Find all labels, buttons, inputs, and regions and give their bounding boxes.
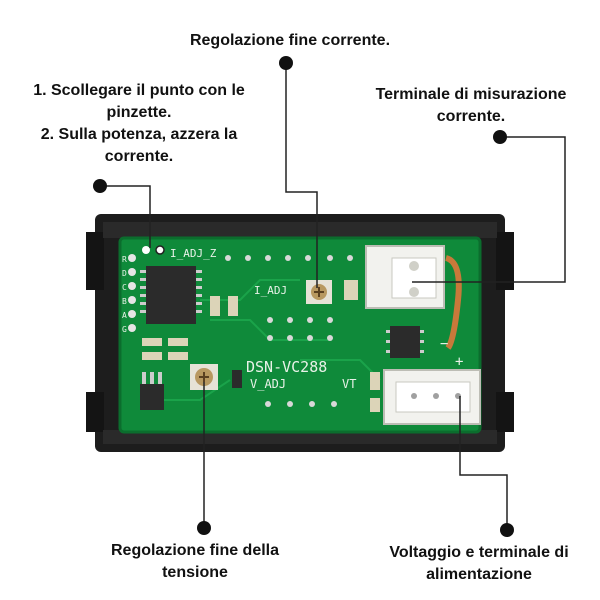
smd-components	[142, 280, 380, 412]
label-line: Voltaggio e terminale di	[389, 544, 569, 561]
middle-pads	[265, 317, 337, 407]
header-pads	[128, 245, 165, 332]
dot-current-fine	[279, 56, 293, 70]
small-ic	[386, 326, 424, 358]
leader-lines	[100, 63, 566, 530]
dot-voltage-fine	[197, 521, 211, 535]
silk-letter: C	[122, 283, 127, 292]
label-line: pinzette.	[106, 104, 172, 121]
leader-zero	[100, 185, 151, 248]
label-current-fine: Regolazione fine corrente.	[160, 30, 420, 52]
silk-plus: +	[455, 354, 463, 370]
power-terminal-connector	[383, 369, 481, 425]
silk-letter: D	[122, 269, 127, 278]
label-line: Terminale di misurazione	[375, 86, 567, 103]
label-line: 1. Scollegare il punto con le	[33, 82, 245, 99]
leader-power-terminal	[459, 396, 508, 530]
label-line: 2. Sulla potenza, azzera la	[40, 126, 238, 143]
current-potentiometer	[306, 280, 332, 304]
label-power-terminal: Voltaggio e terminale di alimentazione	[362, 542, 596, 586]
silk-vt: VT	[342, 377, 356, 391]
label-voltage-fine: Regolazione fine della tensione	[80, 540, 310, 584]
label-line: tensione	[162, 564, 228, 581]
current-terminal-connector	[365, 245, 445, 309]
dot-zero	[93, 179, 107, 193]
silk-letter: G	[122, 325, 127, 334]
silk-i-adj: I_ADJ	[254, 284, 287, 297]
silk-i-adj-z: I_ADJ_Z	[170, 247, 217, 260]
label-current-terminal: Terminale di misurazione corrente.	[350, 84, 592, 128]
main-chip	[140, 266, 202, 324]
leader-dots	[93, 56, 514, 537]
leader-current-fine	[285, 63, 318, 288]
silk-letter: A	[122, 311, 127, 320]
silk-minus: −	[440, 336, 448, 352]
top-row-pads	[225, 255, 353, 261]
label-line: Regolazione fine della	[110, 542, 280, 559]
silk-v-adj: V_ADJ	[250, 377, 286, 391]
label-line: corrente.	[104, 148, 174, 165]
leader-current-terminal	[412, 136, 566, 283]
silk-letter: B	[122, 297, 127, 306]
label-zero-procedure: 1. Scollegare il punto con le pinzette. …	[4, 80, 274, 168]
board-model: DSN-VC288	[246, 358, 327, 376]
transistor	[140, 372, 164, 410]
dot-current-terminal	[493, 130, 507, 144]
silk-letter: R	[122, 255, 127, 264]
dot-power-terminal	[500, 523, 514, 537]
label-line: alimentazione	[426, 566, 532, 583]
copper-shunt	[444, 255, 462, 350]
label-line: corrente.	[436, 108, 506, 125]
label-line: Regolazione fine corrente.	[189, 32, 391, 49]
